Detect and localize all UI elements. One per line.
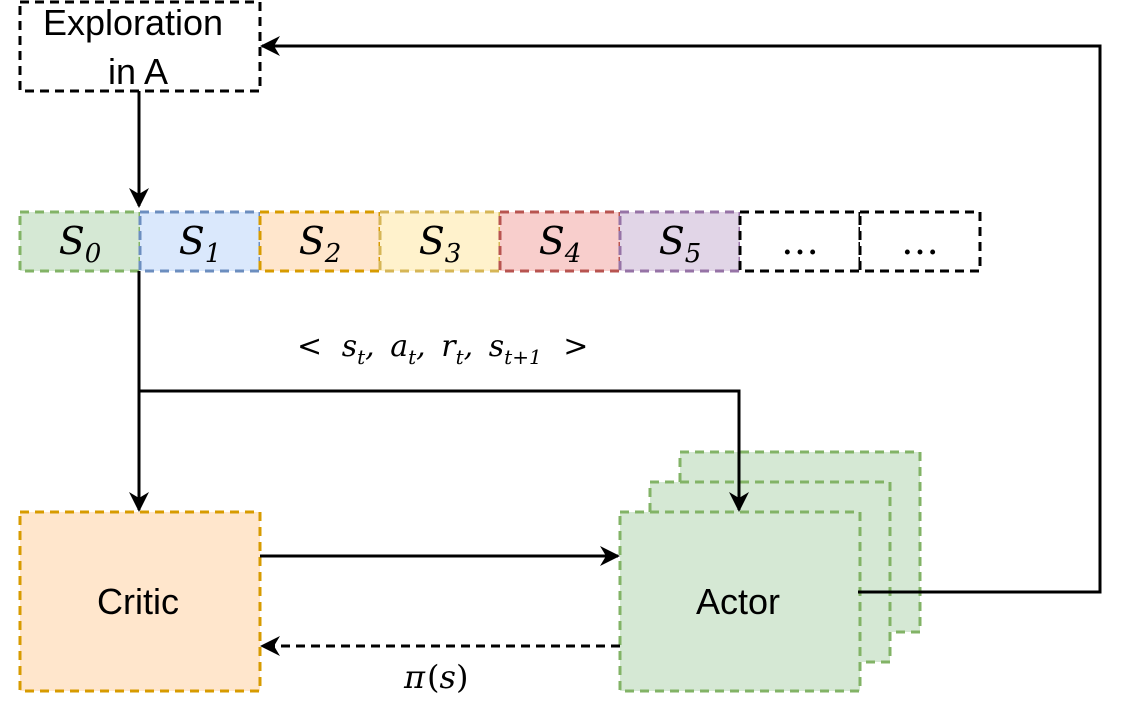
edge-actor-to-exploration bbox=[260, 36, 1102, 594]
buffer-cell-label-3: S3 bbox=[419, 219, 462, 269]
exploration-node: Exploration in A bbox=[18, 0, 262, 93]
buffer-cell-label-4: S4 bbox=[539, 219, 582, 269]
policy-label: π(s) bbox=[403, 658, 468, 696]
critic-node: Critic bbox=[18, 510, 262, 693]
replay-buffer: S0 S1 S2 S3 S4 S5 … … bbox=[18, 210, 982, 273]
buffer-cell-0: S0 bbox=[18, 210, 142, 273]
critic-label: Critic bbox=[97, 581, 179, 622]
actor-label: Actor bbox=[696, 581, 780, 622]
actor-node: Actor bbox=[618, 450, 922, 693]
exploration-label-line2: in A bbox=[108, 51, 168, 92]
buffer-cell-6: … bbox=[738, 210, 862, 273]
buffer-cell-1: S1 bbox=[138, 210, 262, 273]
buffer-cell-label-2: S2 bbox=[299, 219, 342, 269]
buffer-cell-label-1: S1 bbox=[179, 219, 222, 269]
buffer-cell-label-6: … bbox=[781, 219, 819, 263]
buffer-cell-label-7: … bbox=[901, 219, 939, 263]
transition-tuple-label: < st, at, rt, st+1 > bbox=[297, 329, 588, 372]
buffer-cell-7: … bbox=[858, 210, 982, 273]
buffer-cell-label-5: S5 bbox=[659, 219, 702, 269]
buffer-cell-2: S2 bbox=[258, 210, 382, 273]
buffer-cell-4: S4 bbox=[498, 210, 622, 273]
buffer-cell-5: S5 bbox=[618, 210, 742, 273]
actor-copy-front bbox=[618, 510, 862, 693]
edge-buffer-to-actor bbox=[139, 389, 749, 512]
buffer-cell-label-0: S0 bbox=[59, 219, 102, 269]
exploration-label-line1: Exploration bbox=[43, 2, 223, 43]
buffer-cell-3: S3 bbox=[378, 210, 502, 273]
edges bbox=[129, 36, 1102, 656]
